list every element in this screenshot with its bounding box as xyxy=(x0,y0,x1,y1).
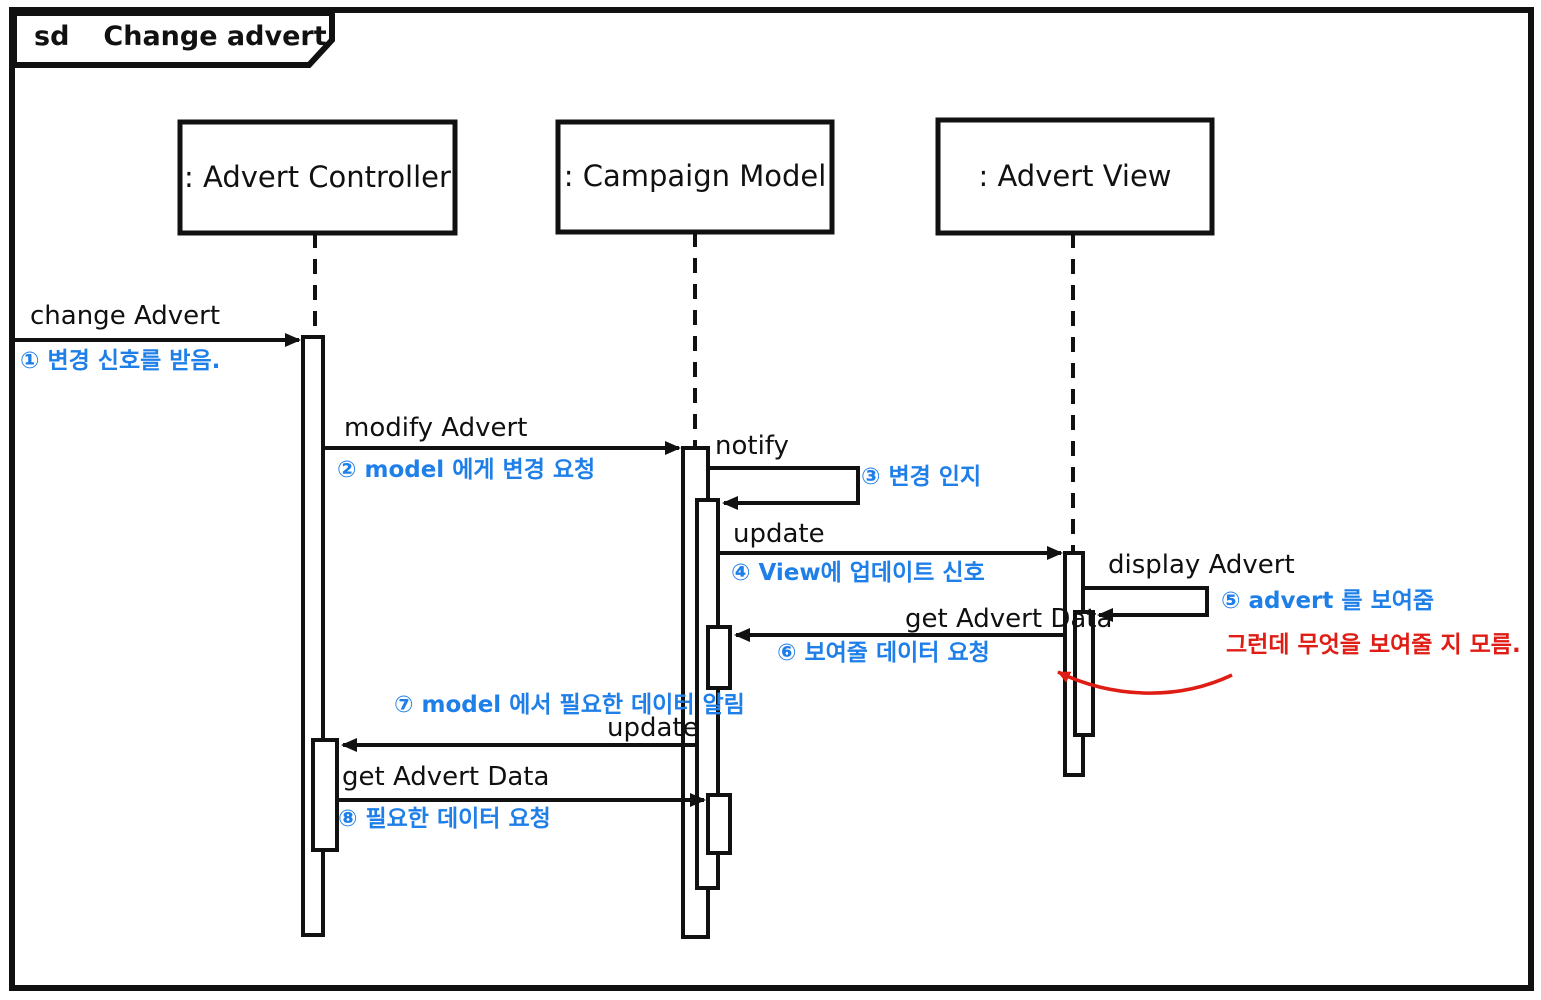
arrow-display-advert-self xyxy=(1083,586,1209,622)
activation-campaign-sub1 xyxy=(706,625,732,690)
note-2: ② model 에게 변경 요청 xyxy=(337,457,596,483)
note-6: ⑥ 보여줄 데이터 요청 xyxy=(777,640,990,666)
diagram-frame xyxy=(9,7,1534,991)
frame-name: Change advert xyxy=(103,21,327,52)
message-label-notify: notify xyxy=(715,431,789,461)
note-5: ⑤ advert 를 보여줌 xyxy=(1221,588,1435,614)
lifeline-box-advert-controller xyxy=(177,119,458,236)
note-8: ⑧ 필요한 데이터 요청 xyxy=(338,806,551,832)
activation-controller-nested xyxy=(311,738,339,852)
activation-view-nested xyxy=(1073,610,1095,737)
lifeline-label-advert-view: : Advert View xyxy=(978,158,1172,193)
note-1: ① 변경 신호를 받음. xyxy=(20,348,221,374)
note-7: ⑦ model 에서 필요한 데이터 알림 xyxy=(394,692,745,718)
frame-title-tab xyxy=(11,10,335,68)
annotation-red-note: 그런데 무엇을 보여줄 지 모름. xyxy=(1226,632,1521,658)
lifeline-label-advert-controller: : Advert Controller xyxy=(184,159,451,194)
message-label-get-advert-data-controller: get Advert Data xyxy=(342,762,550,792)
note-4: ④ View에 업데이트 신호 xyxy=(731,560,985,586)
message-label-display-advert: display Advert xyxy=(1108,550,1295,580)
annotation-arrow xyxy=(1057,670,1233,695)
activation-campaign-sub2 xyxy=(706,793,732,855)
lifeline-box-campaign-model xyxy=(555,119,835,235)
message-label-change-advert: change Advert xyxy=(30,301,221,331)
message-label-update-view: update xyxy=(733,519,825,549)
lifeline-box-advert-view xyxy=(935,117,1215,236)
note-3: ③ 변경 인지 xyxy=(861,464,982,490)
frame-keyword: sd xyxy=(34,21,70,52)
frame-title: sd Change advert xyxy=(34,22,327,52)
lifeline-label-campaign-model: : Campaign Model xyxy=(563,159,827,194)
message-label-get-advert-data-view: get Advert Data xyxy=(905,604,1113,634)
activation-campaign-nested xyxy=(695,498,720,890)
message-label-update-controller: update xyxy=(607,713,699,743)
arrow-notify-self xyxy=(708,466,860,510)
message-label-modify-advert: modify Advert xyxy=(344,413,528,443)
